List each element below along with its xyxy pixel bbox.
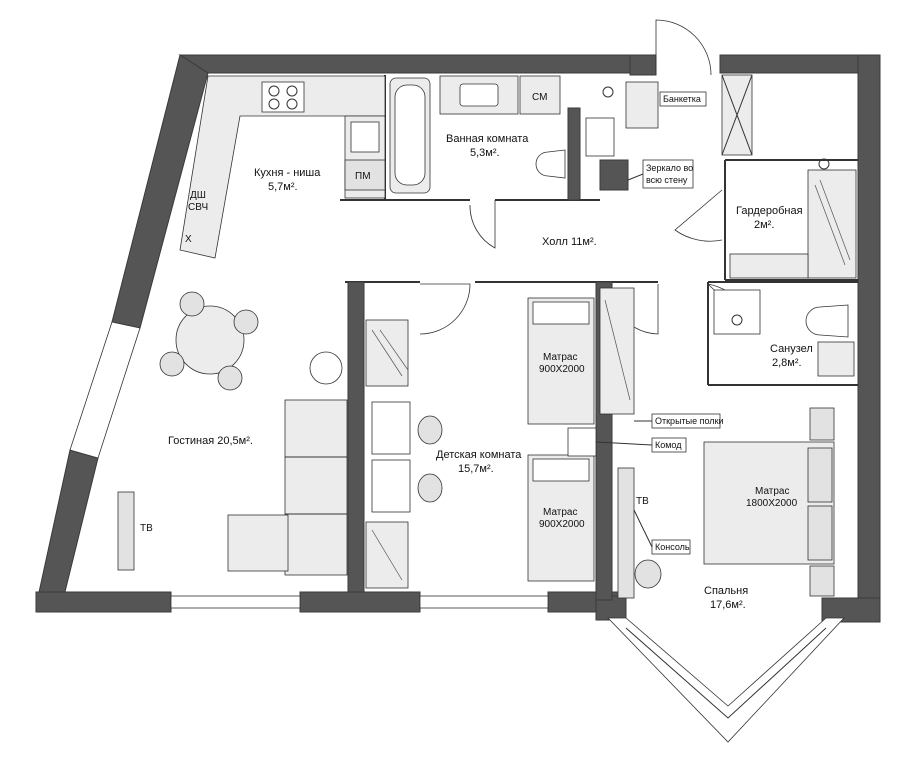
wc-sink [817, 341, 855, 377]
kids-name: Детская комната [436, 449, 522, 461]
kitchen-name: Кухня - ниша [254, 167, 321, 179]
window-left [69, 321, 141, 459]
tv-living-label: ТВ [140, 523, 153, 534]
exterior-walls [35, 54, 881, 743]
side-table [309, 351, 343, 385]
washer [519, 75, 561, 115]
microwave-label: СВЧ [188, 202, 208, 213]
kitchen-counter [179, 75, 386, 259]
callouts: Банкетка Зеркало во всю стену Открытые п… [595, 91, 724, 555]
master-bed-size: 1800Х2000 [746, 498, 798, 509]
pm-label: ПМ [355, 171, 371, 182]
dining-table [175, 305, 245, 375]
kids-door[interactable] [419, 283, 471, 335]
master-bed-label: Матрас [755, 486, 790, 497]
shower-tray [585, 117, 615, 157]
wardrobe-area: 2м². [754, 219, 774, 231]
kids-chair-2 [417, 473, 443, 503]
wall-left-lower [35, 449, 99, 613]
living-name: Гостиная 20,5м². [168, 435, 253, 447]
callout-bench: Банкетка [663, 94, 701, 104]
bedroom-furniture: Матрас 1800Х2000 ТВ Спальня 17,6м². [617, 407, 835, 611]
bay-window [607, 617, 845, 743]
entrance-door[interactable] [655, 19, 712, 76]
kids-room-furniture: Матрас 900Х2000 Матрас 900Х2000 Детская … [365, 287, 635, 589]
kid-top-bed-size: 900Х2000 [539, 364, 585, 375]
washer-label: СМ [532, 92, 547, 103]
window-bottom-2 [419, 595, 549, 609]
callout-dresser: Комод [655, 440, 682, 450]
dresser [567, 427, 597, 457]
wall-door-jamb [629, 54, 657, 76]
chair-3 [217, 365, 243, 391]
nightstand-top [809, 407, 835, 441]
callout-mirror-2: всю стену [646, 175, 688, 185]
kids-desk-1 [371, 401, 411, 455]
hall-items: Холл 11м². [542, 74, 753, 248]
console-chair [634, 559, 662, 589]
tv-bedroom-label: ТВ [636, 496, 649, 507]
wall-bottom-left [35, 591, 172, 613]
window-bottom-1 [170, 595, 301, 609]
callout-open-shelves: Открытые полки [655, 416, 724, 426]
wardrobe-name: Гардеробная [736, 205, 803, 217]
tv-stand-bedroom [617, 467, 635, 599]
tv-stand-living [117, 491, 135, 571]
callout-mirror-1: Зеркало во [646, 163, 693, 173]
hall-name: Холл 11м². [542, 236, 597, 248]
bathroom-door[interactable] [469, 200, 496, 249]
chair-1 [179, 291, 205, 317]
nightstand-bottom [809, 565, 835, 597]
kid-bottom-bed-label: Матрас [543, 507, 578, 518]
callout-console: Консоль [655, 542, 690, 552]
wall-top-right [719, 54, 876, 74]
cooktop [261, 81, 305, 113]
wc-toilet [805, 304, 849, 338]
wardrobe-items: Гардеробная 2м². [729, 158, 857, 279]
hall-bench [625, 81, 659, 129]
bedroom-area: 17,6м². [710, 599, 746, 611]
toilet-bath [535, 149, 566, 179]
kid-top-bed-label: Матрас [543, 352, 578, 363]
living-room-furniture: ТВ Гостиная 20,5м². [117, 291, 348, 576]
kids-left-wall [347, 281, 365, 593]
kitchen-sink [350, 121, 380, 153]
fridge-label: Х [185, 234, 192, 245]
sofa-chaise [227, 514, 289, 572]
dishwasher-label: ДШ [190, 190, 206, 201]
kids-area: 15,7м². [458, 463, 494, 475]
wall-right [857, 54, 881, 601]
wall-top-left [178, 54, 636, 74]
pm-block [344, 159, 386, 191]
kitchen-furniture: ПМ ДШ СВЧ Х Кухня - ниша 5,7м². [179, 75, 386, 259]
bathroom-name: Ванная комната [446, 133, 529, 145]
wardrobe-door[interactable] [674, 189, 723, 242]
kitchen-area: 5,7м². [268, 181, 298, 193]
bathroom-area: 5,3м². [470, 147, 500, 159]
wc-area: 2,8м². [772, 357, 802, 369]
sofa [284, 399, 348, 576]
kids-desk-2 [371, 459, 411, 513]
wardrobe-rack-bottom [729, 253, 809, 279]
bay-window-inner [625, 627, 827, 719]
wc-name: Санузел [770, 343, 813, 355]
bedroom-name: Спальня [704, 585, 748, 597]
wc-fixtures: Санузел 2,8м². [713, 289, 855, 377]
kids-chair-1 [417, 415, 443, 445]
chair-2 [233, 309, 259, 335]
kid-bottom-bed-size: 900Х2000 [539, 519, 585, 530]
wall-bottom-mid [299, 591, 421, 613]
chair-4 [159, 351, 185, 377]
callout-bench-box [659, 91, 707, 107]
wc-shower [713, 289, 761, 335]
bathroom-fixtures: СМ Ванная комната 5,3м². [389, 75, 615, 194]
